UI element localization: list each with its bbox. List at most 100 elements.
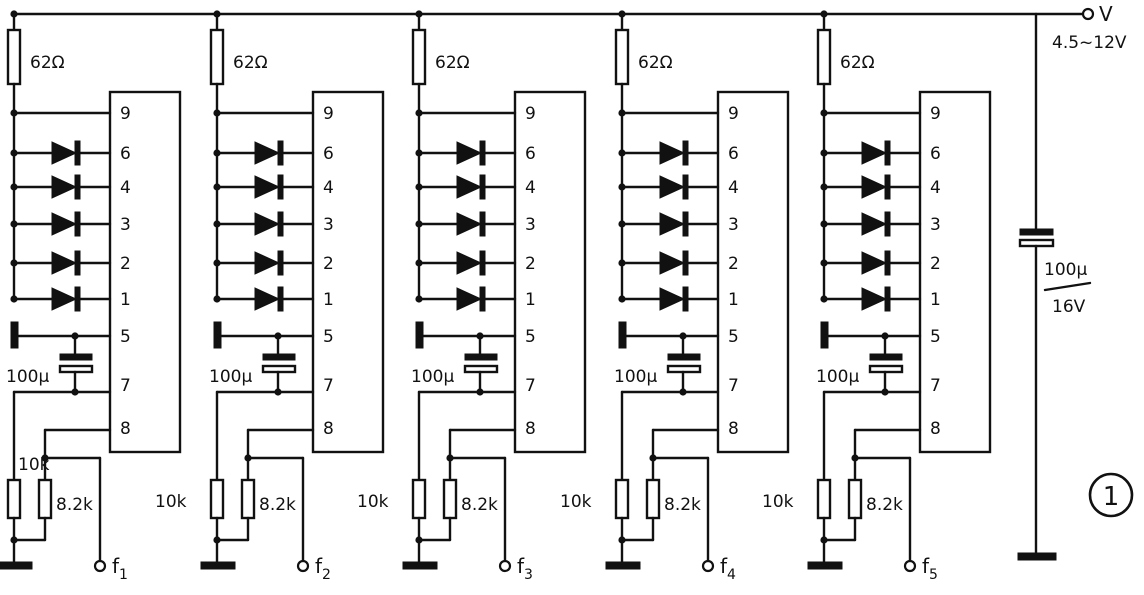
resistor-62-ohm-label: 62Ω — [638, 53, 673, 73]
ic-pin-1-label: 1 — [930, 290, 941, 310]
led-3 — [456, 212, 483, 236]
led-3 — [254, 212, 281, 236]
resistor-8k2-label: 8.2k — [56, 495, 93, 515]
resistor-10k-label: 10k — [18, 455, 50, 475]
output-label-f1: f1 — [112, 554, 128, 583]
output-label-subscript: 3 — [524, 567, 533, 583]
ground-symbol — [807, 561, 843, 570]
resistor-10k — [614, 478, 630, 520]
led-1 — [254, 141, 281, 165]
resistor-10k — [411, 478, 427, 520]
led-5 — [861, 287, 888, 311]
timing-capacitor-plate-top — [59, 353, 93, 361]
ic-pin-7-label: 7 — [930, 376, 941, 396]
resistor-10k-label: 10k — [155, 492, 187, 512]
resistor-8k2 — [37, 478, 53, 520]
output-label-base: f — [315, 554, 323, 578]
ground-symbol — [605, 561, 641, 570]
ic-pin-7-label: 7 — [323, 376, 334, 396]
main-capacitor-ground — [1017, 552, 1057, 561]
main-capacitor: 100μ 16V — [1017, 12, 1092, 561]
output-label-f5: f5 — [922, 554, 938, 583]
junction-dot — [213, 536, 221, 544]
main-capacitor-plate-top — [1019, 228, 1054, 236]
ic-pin-7-label: 7 — [728, 376, 739, 396]
resistor-8k2-label: 8.2k — [461, 495, 498, 515]
ic-pin-6-label: 6 — [120, 144, 131, 164]
ic-pin-9-label: 9 — [525, 104, 536, 124]
led-3 — [51, 212, 78, 236]
timing-capacitor-plate-top — [667, 353, 701, 361]
timing-capacitor-label: 100μ — [6, 367, 49, 387]
resistor-8k2-label: 8.2k — [866, 495, 903, 515]
ic-pin-8-label: 8 — [120, 419, 131, 439]
timing-capacitor-label: 100μ — [209, 367, 252, 387]
ic-pin-5-label: 5 — [930, 327, 941, 347]
output-terminal — [701, 559, 715, 573]
ic-pin-6-label: 6 — [525, 144, 536, 164]
ic-pin-9-label: 9 — [728, 104, 739, 124]
ic-pin-9-label: 9 — [323, 104, 334, 124]
ic-pin-6-label: 6 — [930, 144, 941, 164]
resistor-10k-label: 10k — [762, 492, 794, 512]
ground-symbol — [200, 561, 236, 570]
led-5 — [659, 287, 686, 311]
resistor-8k2-label: 8.2k — [259, 495, 296, 515]
output-terminal — [498, 559, 512, 573]
ic-pin-5-label: 5 — [728, 327, 739, 347]
led-5 — [456, 287, 483, 311]
led-2 — [456, 175, 483, 199]
ic-pin-5-label: 5 — [323, 327, 334, 347]
junction-dot — [820, 536, 828, 544]
ic-pin-9-label: 9 — [930, 104, 941, 124]
timing-capacitor-plate-top — [464, 353, 498, 361]
ic-pin-6-label: 6 — [728, 144, 739, 164]
ic-pin-4-label: 4 — [323, 178, 334, 198]
ic-pin-4-label: 4 — [728, 178, 739, 198]
led-2 — [659, 175, 686, 199]
figure-number: 1 — [1088, 472, 1134, 518]
resistor-8k2 — [847, 478, 863, 520]
resistor-62-ohm-label: 62Ω — [30, 53, 65, 73]
ic-pin-1-label: 1 — [728, 290, 739, 310]
main-capacitor-voltage: 16V — [1052, 297, 1086, 317]
led-2 — [861, 175, 888, 199]
main-capacitor-value: 100μ — [1044, 260, 1087, 280]
resistor-62-ohm — [816, 28, 832, 86]
resistor-8k2 — [240, 478, 256, 520]
ic-pin-1-label: 1 — [323, 290, 334, 310]
output-terminal — [93, 559, 107, 573]
resistor-8k2 — [645, 478, 661, 520]
figure-number-text: 1 — [1103, 482, 1120, 512]
resistor-10k-label: 10k — [560, 492, 592, 512]
resistor-10k — [6, 478, 22, 520]
timing-capacitor-label: 100μ — [614, 367, 657, 387]
ic-pin-3-label: 3 — [120, 215, 131, 235]
resistor-62-ohm — [614, 28, 630, 86]
ic-pin-5-label: 5 — [525, 327, 536, 347]
output-terminal — [296, 559, 310, 573]
output-label-subscript: 5 — [929, 567, 938, 583]
resistor-10k-label: 10k — [357, 492, 389, 512]
output-label-subscript: 4 — [727, 567, 736, 583]
output-label-f3: f3 — [517, 554, 533, 583]
timing-capacitor-label: 100μ — [816, 367, 859, 387]
timing-capacitor-plate-bottom — [261, 364, 297, 374]
output-label-subscript: 2 — [322, 567, 331, 583]
ground-symbol — [0, 561, 33, 570]
led-3 — [861, 212, 888, 236]
resistor-62-ohm-label: 62Ω — [233, 53, 268, 73]
output-terminal — [903, 559, 917, 573]
output-label-base: f — [922, 554, 930, 578]
ic-pin-4-label: 4 — [930, 178, 941, 198]
led-4 — [51, 251, 78, 275]
output-label-base: f — [112, 554, 120, 578]
ic-pin-8-label: 8 — [728, 419, 739, 439]
ic-pin-2-label: 2 — [120, 254, 131, 274]
timing-capacitor-plate-top — [262, 353, 296, 361]
ic-pin-2-label: 2 — [930, 254, 941, 274]
ic-pin-8-label: 8 — [525, 419, 536, 439]
main-capacitor-divider — [1043, 281, 1092, 292]
